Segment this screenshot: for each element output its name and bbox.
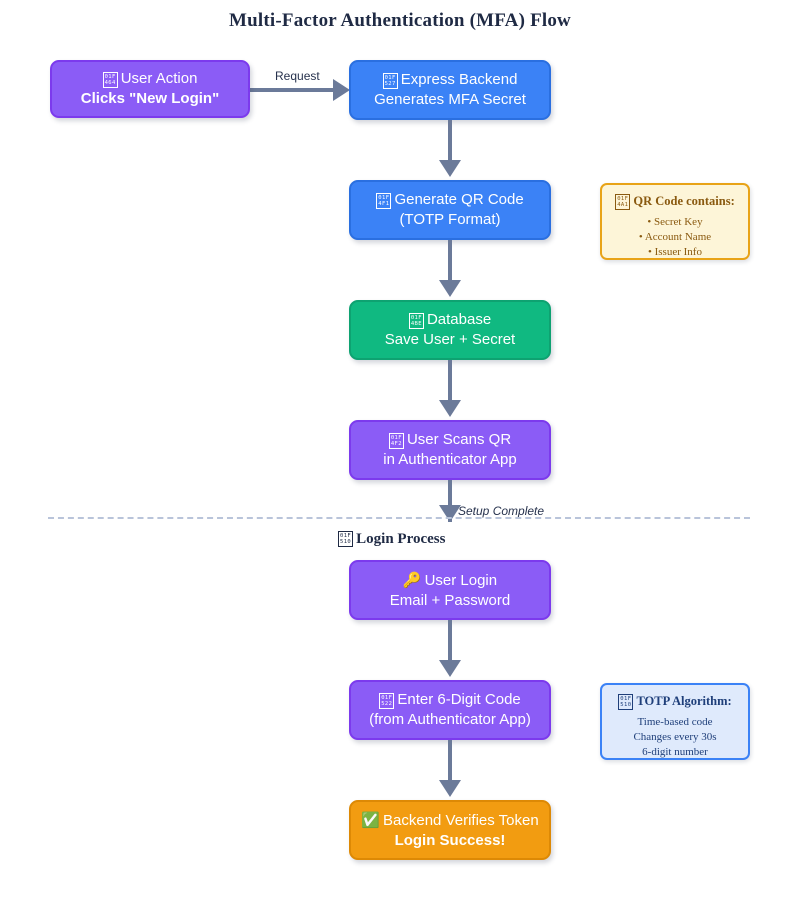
page-title: Multi-Factor Authentication (MFA) Flow xyxy=(229,10,571,31)
note-qr-item: • Issuer Info xyxy=(648,246,702,258)
node-generate-qr-line2: (TOTP Format) xyxy=(399,211,501,228)
note-qr-item: • Secret Key xyxy=(647,216,703,228)
note-totp-item: Changes every 30s xyxy=(633,731,717,743)
node-database-line2: Save User + Secret xyxy=(384,331,516,348)
edge-label-setup-complete: Setup Complete xyxy=(458,504,545,518)
note-qr-item: • Account Name xyxy=(638,231,712,243)
node-backend-verifies-token[interactable]: ✅Backend Verifies Token Login Success! xyxy=(349,800,551,860)
node-express-backend-line2: Generates MFA Secret xyxy=(374,91,526,108)
arrowhead-to-database xyxy=(439,280,461,297)
note-totp-item: Time-based code xyxy=(637,716,713,728)
node-verify-token-line2: Login Success! xyxy=(394,831,506,849)
edge-backend-to-generate-qr xyxy=(448,120,452,161)
check-mark-icon: ✅ xyxy=(361,810,381,829)
node-enter-code-line2: (from Authenticator App) xyxy=(369,711,531,728)
phase-divider xyxy=(48,517,750,519)
arrowhead-to-generate-qr xyxy=(439,160,461,177)
edge-enter-code-to-verify-token xyxy=(448,740,452,781)
node-user-action-line2: Clicks "New Login" xyxy=(80,90,220,107)
edge-label-request: Request xyxy=(275,69,320,83)
arrowhead-to-verify-token xyxy=(439,780,461,797)
arrowhead-to-user-scans xyxy=(439,400,461,417)
note-totp-item: 6-digit number xyxy=(642,746,708,758)
edge-user-login-to-enter-code xyxy=(448,620,452,661)
node-user-login-line1: 🔑User Login xyxy=(402,570,498,589)
node-user-scans-line2: in Authenticator App xyxy=(383,451,517,468)
arrowhead-to-backend xyxy=(333,79,350,101)
node-user-login-line2: Email + Password xyxy=(389,591,511,609)
edge-database-to-user-scans xyxy=(448,360,452,401)
node-verify-token-line1: ✅Backend Verifies Token xyxy=(361,810,539,829)
edge-generate-qr-to-database xyxy=(448,240,452,281)
edge-user-scans-to-user-login xyxy=(448,480,452,522)
node-user-login[interactable]: 🔑User Login Email + Password xyxy=(349,560,551,620)
edge-user-action-to-backend xyxy=(250,88,343,92)
key-icon: 🔑 xyxy=(402,570,422,589)
arrowhead-to-enter-code xyxy=(439,660,461,677)
